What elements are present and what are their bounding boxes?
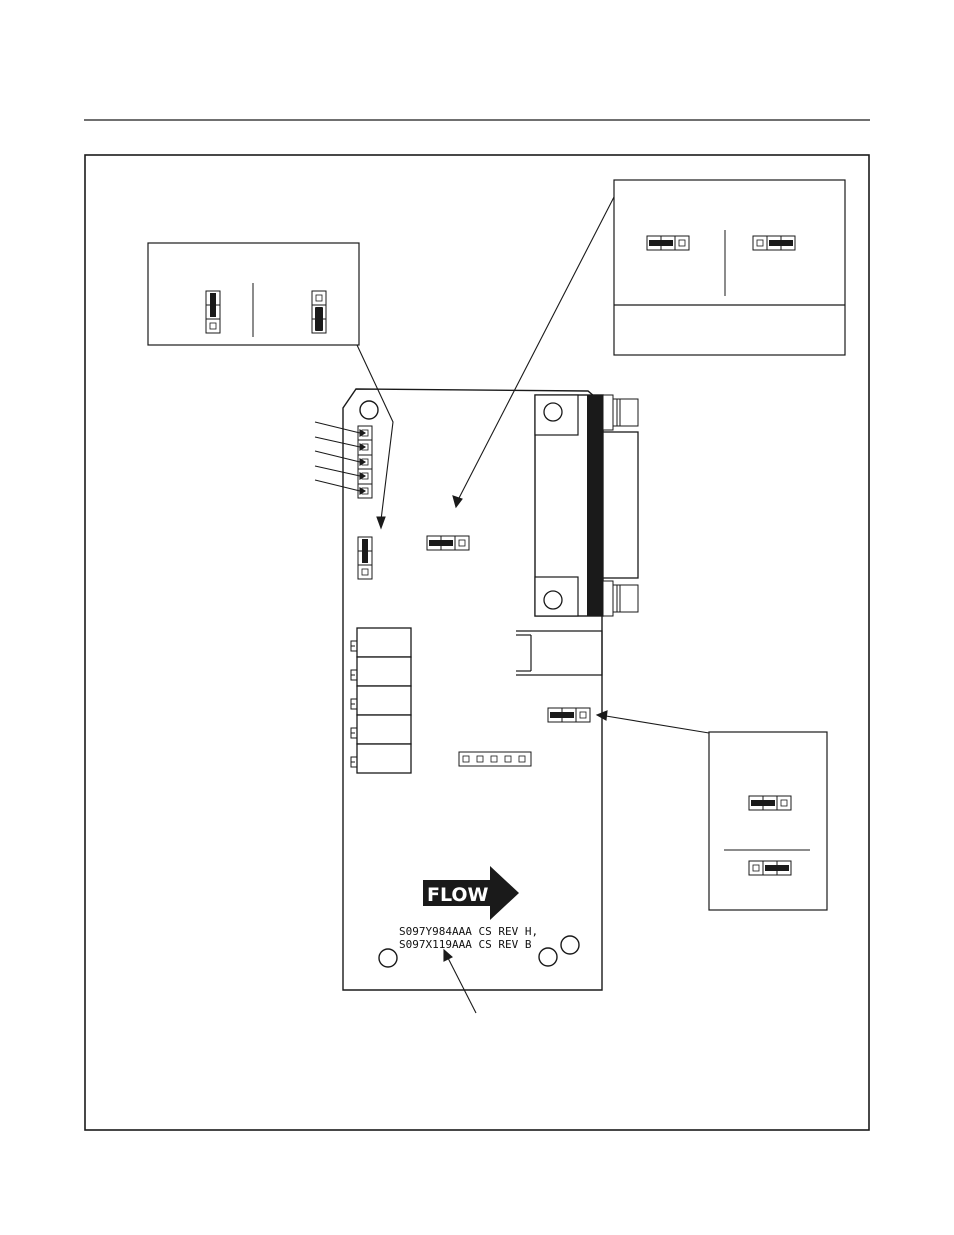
dsub-connector bbox=[535, 395, 638, 616]
jumper-horizontal-right-pos bbox=[753, 236, 795, 250]
callout-left-top bbox=[148, 243, 359, 345]
board-jumper-vertical bbox=[358, 537, 372, 579]
callout-right-top bbox=[614, 180, 845, 355]
mounting-hole bbox=[539, 948, 557, 966]
board-jumper-horizontal-upper bbox=[427, 536, 469, 550]
jumper-horizontal-upper bbox=[749, 796, 791, 810]
mounting-hole bbox=[561, 936, 579, 954]
jumper-horizontal-lower bbox=[749, 861, 791, 875]
flow-label: FLOW bbox=[427, 884, 489, 906]
part-number-line-1: S097Y984AAA CS REV H, bbox=[399, 925, 538, 938]
circuit-board: FLOW S097Y984AAA CS REV H, S097X119AAA C… bbox=[315, 389, 638, 990]
jumper-horizontal-left-pos bbox=[647, 236, 689, 250]
part-number-line-2: S097X119AAA CS REV B bbox=[399, 938, 532, 951]
pin-header-horizontal bbox=[459, 752, 531, 766]
jackscrew-top bbox=[603, 395, 638, 430]
relay-stack bbox=[357, 628, 411, 773]
jumper-vertical-lower bbox=[312, 291, 326, 333]
board-jumper-horizontal-right bbox=[548, 708, 590, 722]
jackscrew-bottom bbox=[603, 581, 638, 616]
leader-right-bottom-callout bbox=[606, 716, 709, 733]
mounting-hole bbox=[360, 401, 378, 419]
jumper-vertical-upper bbox=[206, 291, 220, 333]
mounting-hole bbox=[379, 949, 397, 967]
callout-right-bottom bbox=[709, 732, 827, 910]
